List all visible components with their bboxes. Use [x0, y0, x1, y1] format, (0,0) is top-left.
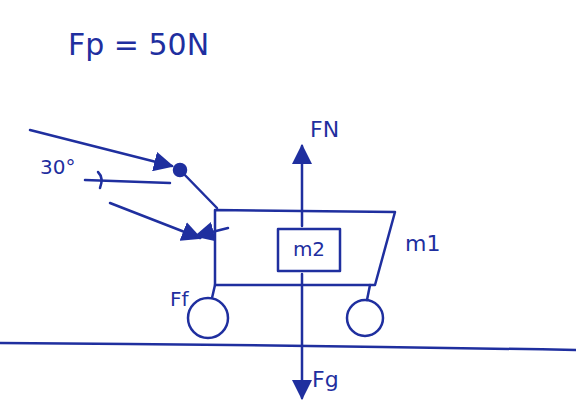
direction-arrow	[110, 203, 200, 238]
weight-line	[301, 274, 304, 398]
force-label: Fg	[312, 368, 339, 392]
force-label: Ff	[170, 288, 189, 310]
cart-body: m1m2	[215, 210, 395, 285]
angle-arc	[98, 172, 102, 188]
wheel-strut	[367, 285, 370, 300]
wheel	[347, 300, 383, 336]
mass-label: m2	[277, 228, 341, 260]
handle	[180, 170, 217, 208]
friction-arrow	[196, 228, 228, 236]
angle-label: 30°	[40, 156, 75, 178]
angle-reference-line	[85, 180, 170, 183]
normal-force-line	[301, 146, 304, 226]
handle-knob	[174, 164, 186, 176]
mass-box: m2	[277, 228, 341, 272]
mass-label: m1	[405, 232, 440, 256]
wheel	[188, 298, 228, 338]
force-label: Fp = 50N	[68, 28, 209, 61]
wheel-strut	[212, 285, 215, 298]
force-label: FN	[310, 118, 339, 142]
ground-line	[0, 343, 576, 350]
